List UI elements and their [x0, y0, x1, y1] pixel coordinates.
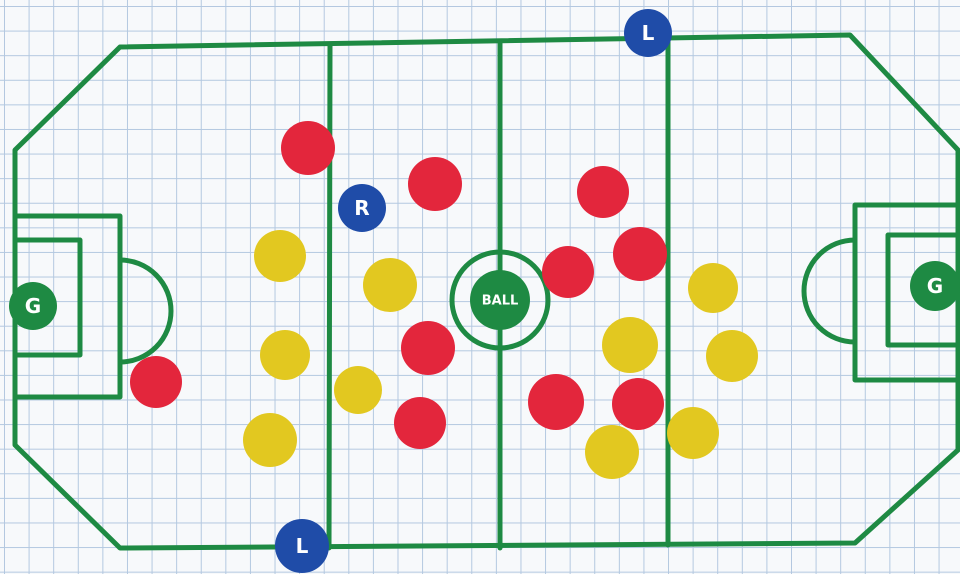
goalkeeper-right-label: G: [927, 274, 943, 298]
goalkeeper-right: G: [910, 261, 960, 311]
referee: R: [338, 184, 386, 232]
red-player: [130, 356, 182, 408]
yellow-player: [243, 413, 297, 467]
linesman-bottom: L: [275, 519, 329, 573]
linesman-bottom-label: L: [296, 534, 309, 558]
red-player: [401, 321, 455, 375]
divider-line-1: [329, 45, 330, 548]
red-player: [612, 378, 664, 430]
ball-marker: BALL: [470, 270, 530, 330]
yellow-player: [260, 330, 310, 380]
red-player: [577, 166, 629, 218]
red-player: [528, 374, 584, 430]
ball-label: BALL: [482, 294, 519, 309]
yellow-player: [254, 230, 306, 282]
yellow-player: [688, 263, 738, 313]
red-player: [394, 397, 446, 449]
red-player: [542, 246, 594, 298]
yellow-player: [602, 317, 658, 373]
red-player: [281, 121, 335, 175]
goalkeeper-left-label: G: [25, 294, 41, 318]
yellow-player: [363, 258, 417, 312]
yellow-player: [706, 330, 758, 382]
yellow-player: [585, 425, 639, 479]
linesman-top: L: [624, 9, 672, 57]
referee-label: R: [354, 196, 369, 220]
linesman-top-label: L: [642, 21, 655, 45]
yellow-player: [334, 366, 382, 414]
red-player: [408, 157, 462, 211]
left-penalty-arc: [120, 260, 171, 362]
right-penalty-arc: [804, 240, 855, 342]
goalkeeper-left: G: [9, 282, 57, 330]
red-player: [613, 227, 667, 281]
yellow-player: [667, 407, 719, 459]
